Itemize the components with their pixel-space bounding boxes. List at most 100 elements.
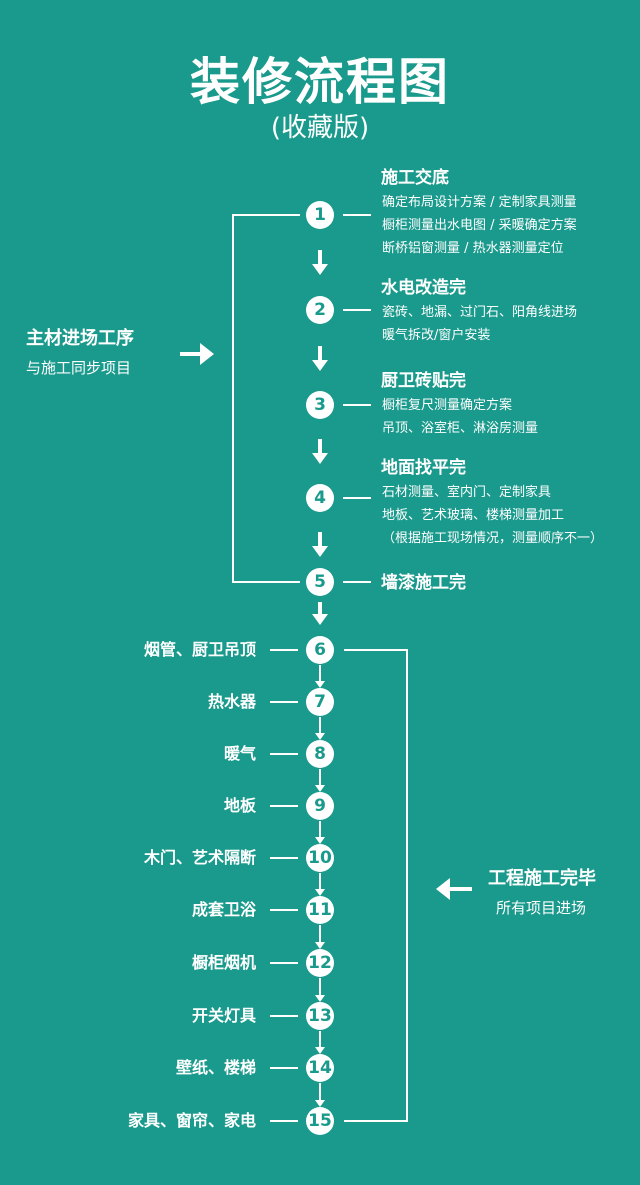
down-arrow-icon bbox=[315, 681, 325, 688]
step-label: 暖气 bbox=[223, 744, 256, 763]
step-label: 橱柜烟机 bbox=[191, 953, 256, 972]
step-number-circle: 2 bbox=[306, 296, 334, 324]
down-arrow-icon bbox=[312, 546, 328, 557]
arrow-stem bbox=[319, 821, 321, 837]
connector-line bbox=[270, 753, 298, 755]
page-subtitle: (收藏版) bbox=[270, 113, 370, 143]
step-label: 热水器 bbox=[207, 692, 256, 711]
arrow-right-stem bbox=[180, 352, 200, 356]
arrow-stem bbox=[318, 250, 322, 264]
step-number-circle: 3 bbox=[306, 391, 334, 419]
connector-line bbox=[343, 497, 371, 499]
step-number-circle: 6 bbox=[306, 636, 334, 664]
connector-line bbox=[270, 1015, 298, 1017]
arrow-stem bbox=[319, 873, 321, 889]
step-number-circle: 9 bbox=[306, 792, 334, 820]
arrow-stem bbox=[318, 532, 322, 546]
step-number-circle: 5 bbox=[306, 568, 334, 596]
step-number-circle: 11 bbox=[306, 896, 334, 924]
arrow-stem bbox=[318, 439, 322, 453]
step-detail: 瓷砖、地漏、过门石、阳角线进场 bbox=[382, 305, 578, 320]
connector-line bbox=[343, 214, 371, 216]
connector-line bbox=[270, 701, 298, 703]
down-arrow-icon bbox=[315, 942, 325, 949]
arrow-stem bbox=[318, 602, 322, 614]
down-arrow-icon bbox=[312, 453, 328, 464]
step-detail: 吊顶、浴室柜、淋浴房测量 bbox=[382, 421, 539, 436]
down-arrow-icon bbox=[312, 264, 328, 275]
down-arrow-icon bbox=[315, 1047, 325, 1054]
step-label: 壁纸、楼梯 bbox=[175, 1058, 256, 1077]
step-detail: 橱柜测量出水电图 / 采暖确定方案 bbox=[382, 218, 577, 233]
step-label: 成套卫浴 bbox=[191, 900, 256, 919]
arrow-stem bbox=[319, 769, 321, 785]
arrow-stem bbox=[318, 346, 322, 360]
bracket-line bbox=[344, 649, 408, 651]
connector-line bbox=[343, 309, 371, 311]
step-number-circle: 1 bbox=[306, 201, 334, 229]
step-title: 地面找平完 bbox=[381, 458, 466, 478]
down-arrow-icon bbox=[315, 995, 325, 1002]
down-arrow-icon bbox=[315, 733, 325, 740]
arrow-stem bbox=[319, 925, 321, 942]
arrow-left-stem bbox=[450, 887, 472, 891]
step-number-circle: 8 bbox=[306, 740, 334, 768]
arrow-stem bbox=[319, 717, 321, 733]
step-detail: 暖气拆改/窗户安装 bbox=[382, 328, 491, 343]
arrow-left-icon bbox=[436, 878, 450, 900]
connector-line bbox=[270, 649, 298, 651]
step-number-circle: 13 bbox=[306, 1002, 334, 1030]
connector-line bbox=[270, 857, 298, 859]
down-arrow-icon bbox=[312, 614, 328, 625]
arrow-stem bbox=[319, 978, 321, 995]
down-arrow-icon bbox=[312, 360, 328, 371]
step-title: 水电改造完 bbox=[381, 278, 466, 298]
step-label: 地板 bbox=[223, 796, 256, 815]
arrow-stem bbox=[319, 1083, 321, 1100]
step-number-circle: 12 bbox=[306, 949, 334, 977]
step-detail: （根据施工现场情况，测量顺序不一） bbox=[382, 531, 604, 546]
step-label: 家具、窗帘、家电 bbox=[127, 1111, 256, 1130]
side-note-subtitle: 与施工同步项目 bbox=[26, 359, 132, 377]
step-title: 施工交底 bbox=[381, 168, 449, 188]
step-label: 木门、艺术隔断 bbox=[143, 848, 256, 867]
step-label: 烟管、厨卫吊顶 bbox=[143, 640, 256, 659]
step-number-circle: 14 bbox=[306, 1054, 334, 1082]
bracket-line bbox=[232, 215, 234, 583]
step-detail: 确定布局设计方案 / 定制家具测量 bbox=[382, 195, 577, 210]
down-arrow-icon bbox=[315, 837, 325, 844]
bracket-line bbox=[232, 581, 300, 583]
side-note-title: 工程施工完毕 bbox=[488, 868, 596, 889]
step-number-circle: 4 bbox=[306, 484, 334, 512]
step-label: 开关灯具 bbox=[191, 1006, 256, 1025]
step-number-circle: 10 bbox=[306, 844, 334, 872]
down-arrow-icon bbox=[315, 1100, 325, 1107]
step-number-circle: 15 bbox=[306, 1107, 334, 1135]
connector-line bbox=[270, 909, 298, 911]
step-detail: 地板、艺术玻璃、楼梯测量加工 bbox=[382, 508, 565, 523]
connector-line bbox=[270, 1067, 298, 1069]
connector-line bbox=[270, 962, 298, 964]
step-detail: 断桥铝窗测量 / 热水器测量定位 bbox=[382, 241, 564, 256]
page-title: 装修流程图 bbox=[190, 53, 450, 111]
arrow-right-icon bbox=[200, 343, 214, 365]
arrow-stem bbox=[319, 665, 321, 681]
step-title: 墙漆施工完 bbox=[381, 573, 466, 593]
down-arrow-icon bbox=[315, 889, 325, 896]
step-detail: 石材测量、室内门、定制家具 bbox=[382, 485, 552, 500]
bracket-line bbox=[406, 650, 408, 1122]
step-title: 厨卫砖贴完 bbox=[381, 371, 466, 391]
connector-line bbox=[270, 805, 298, 807]
connector-line bbox=[343, 404, 371, 406]
bracket-line bbox=[232, 214, 300, 216]
step-detail: 橱柜复尺测量确定方案 bbox=[382, 398, 513, 413]
side-note-subtitle: 所有项目进场 bbox=[496, 899, 587, 917]
connector-line bbox=[343, 581, 371, 583]
connector-line bbox=[270, 1120, 298, 1122]
down-arrow-icon bbox=[315, 785, 325, 792]
bracket-line bbox=[344, 1120, 408, 1122]
side-note-title: 主材进场工序 bbox=[26, 328, 134, 349]
arrow-stem bbox=[319, 1031, 321, 1047]
step-number-circle: 7 bbox=[306, 688, 334, 716]
